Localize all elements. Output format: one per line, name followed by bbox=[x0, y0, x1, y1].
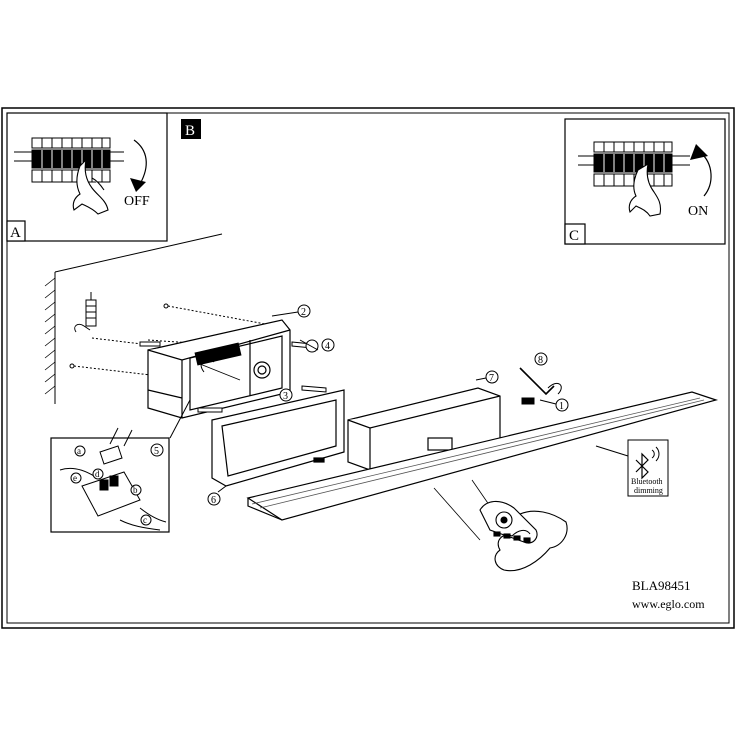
panel-a: OFF A bbox=[6, 112, 168, 242]
step-callout-8: 8 bbox=[534, 352, 548, 366]
wiring-detail: a b c d e bbox=[50, 399, 191, 533]
switch-arrow-down bbox=[133, 139, 147, 185]
on-label: ON bbox=[688, 204, 708, 219]
svg-text:e: e bbox=[73, 473, 77, 483]
svg-text:6: 6 bbox=[211, 495, 216, 506]
terminal-block bbox=[59, 427, 167, 531]
cable-gland bbox=[253, 361, 271, 379]
wall-plug-icon bbox=[74, 292, 97, 333]
badge-line-2: dimming bbox=[634, 486, 663, 495]
wire-label-b: b bbox=[130, 484, 142, 496]
svg-text:5: 5 bbox=[154, 446, 159, 457]
hand-icon bbox=[628, 162, 662, 217]
product-website: www.eglo.com bbox=[632, 597, 705, 611]
wire-label-e: e bbox=[70, 472, 82, 484]
drill-hole bbox=[163, 303, 169, 309]
outer-frame bbox=[1, 107, 735, 629]
svg-text:d: d bbox=[95, 469, 100, 479]
detail-leader bbox=[169, 399, 191, 439]
step-callout-7: 7 bbox=[475, 370, 499, 384]
wire-label-c: c bbox=[140, 514, 152, 526]
panel-c: ON C bbox=[564, 118, 726, 245]
product-code: BLA98451 bbox=[632, 578, 691, 593]
hand-icon bbox=[494, 510, 568, 572]
signal-waves-icon bbox=[651, 446, 660, 462]
drill-hole bbox=[69, 363, 75, 369]
wire-label-d: d bbox=[92, 468, 104, 480]
svg-text:c: c bbox=[143, 515, 147, 525]
driver-box bbox=[347, 387, 501, 471]
svg-text:a: a bbox=[77, 446, 81, 456]
led-lamp-bar bbox=[246, 391, 719, 521]
inner-frame bbox=[6, 112, 730, 624]
hex-key-icon bbox=[519, 367, 555, 396]
screwdriver-icon bbox=[299, 339, 319, 353]
letter-box-a bbox=[6, 220, 26, 242]
letter-box-c bbox=[564, 223, 586, 245]
letter-a: A bbox=[10, 225, 21, 241]
breaker-panel-c bbox=[578, 141, 690, 187]
svg-text:b: b bbox=[133, 485, 138, 495]
panel-b-marker: B bbox=[181, 119, 201, 139]
wire-label-a: a bbox=[74, 445, 86, 457]
step-callout-1: 1 bbox=[539, 398, 569, 412]
svg-text:7: 7 bbox=[489, 373, 494, 384]
bluetooth-badge: Bluetooth dimming bbox=[595, 439, 669, 497]
mounting-bracket bbox=[147, 319, 291, 419]
rotate-arrow-icon bbox=[547, 382, 562, 395]
svg-text:1: 1 bbox=[559, 401, 564, 412]
breaker-panel-a bbox=[14, 137, 124, 183]
rotate-arrow-icon bbox=[200, 358, 215, 373]
letter-b: B bbox=[185, 123, 195, 139]
badge-pointer bbox=[595, 445, 629, 457]
bluetooth-icon bbox=[635, 452, 649, 480]
hand-icon bbox=[72, 158, 109, 215]
svg-text:8: 8 bbox=[538, 355, 543, 366]
step-callout-6: 6 bbox=[207, 485, 227, 506]
svg-text:4: 4 bbox=[325, 341, 330, 352]
arrow-head-up bbox=[690, 144, 708, 160]
arrow-head-down bbox=[130, 178, 146, 192]
wall bbox=[44, 233, 223, 404]
step-callout-3: 3 bbox=[279, 388, 293, 402]
letter-c: C bbox=[569, 228, 579, 244]
cover-plate bbox=[211, 389, 345, 487]
svg-text:3: 3 bbox=[283, 391, 288, 402]
badge-line-1: Bluetooth bbox=[631, 477, 663, 486]
remote-control bbox=[433, 479, 538, 544]
svg-text:2: 2 bbox=[301, 307, 306, 318]
off-label: OFF bbox=[124, 194, 150, 209]
step-callout-4: 4 bbox=[321, 338, 335, 352]
step-callout-2: 2 bbox=[271, 304, 311, 318]
step-callout-5: 5 bbox=[150, 443, 164, 457]
